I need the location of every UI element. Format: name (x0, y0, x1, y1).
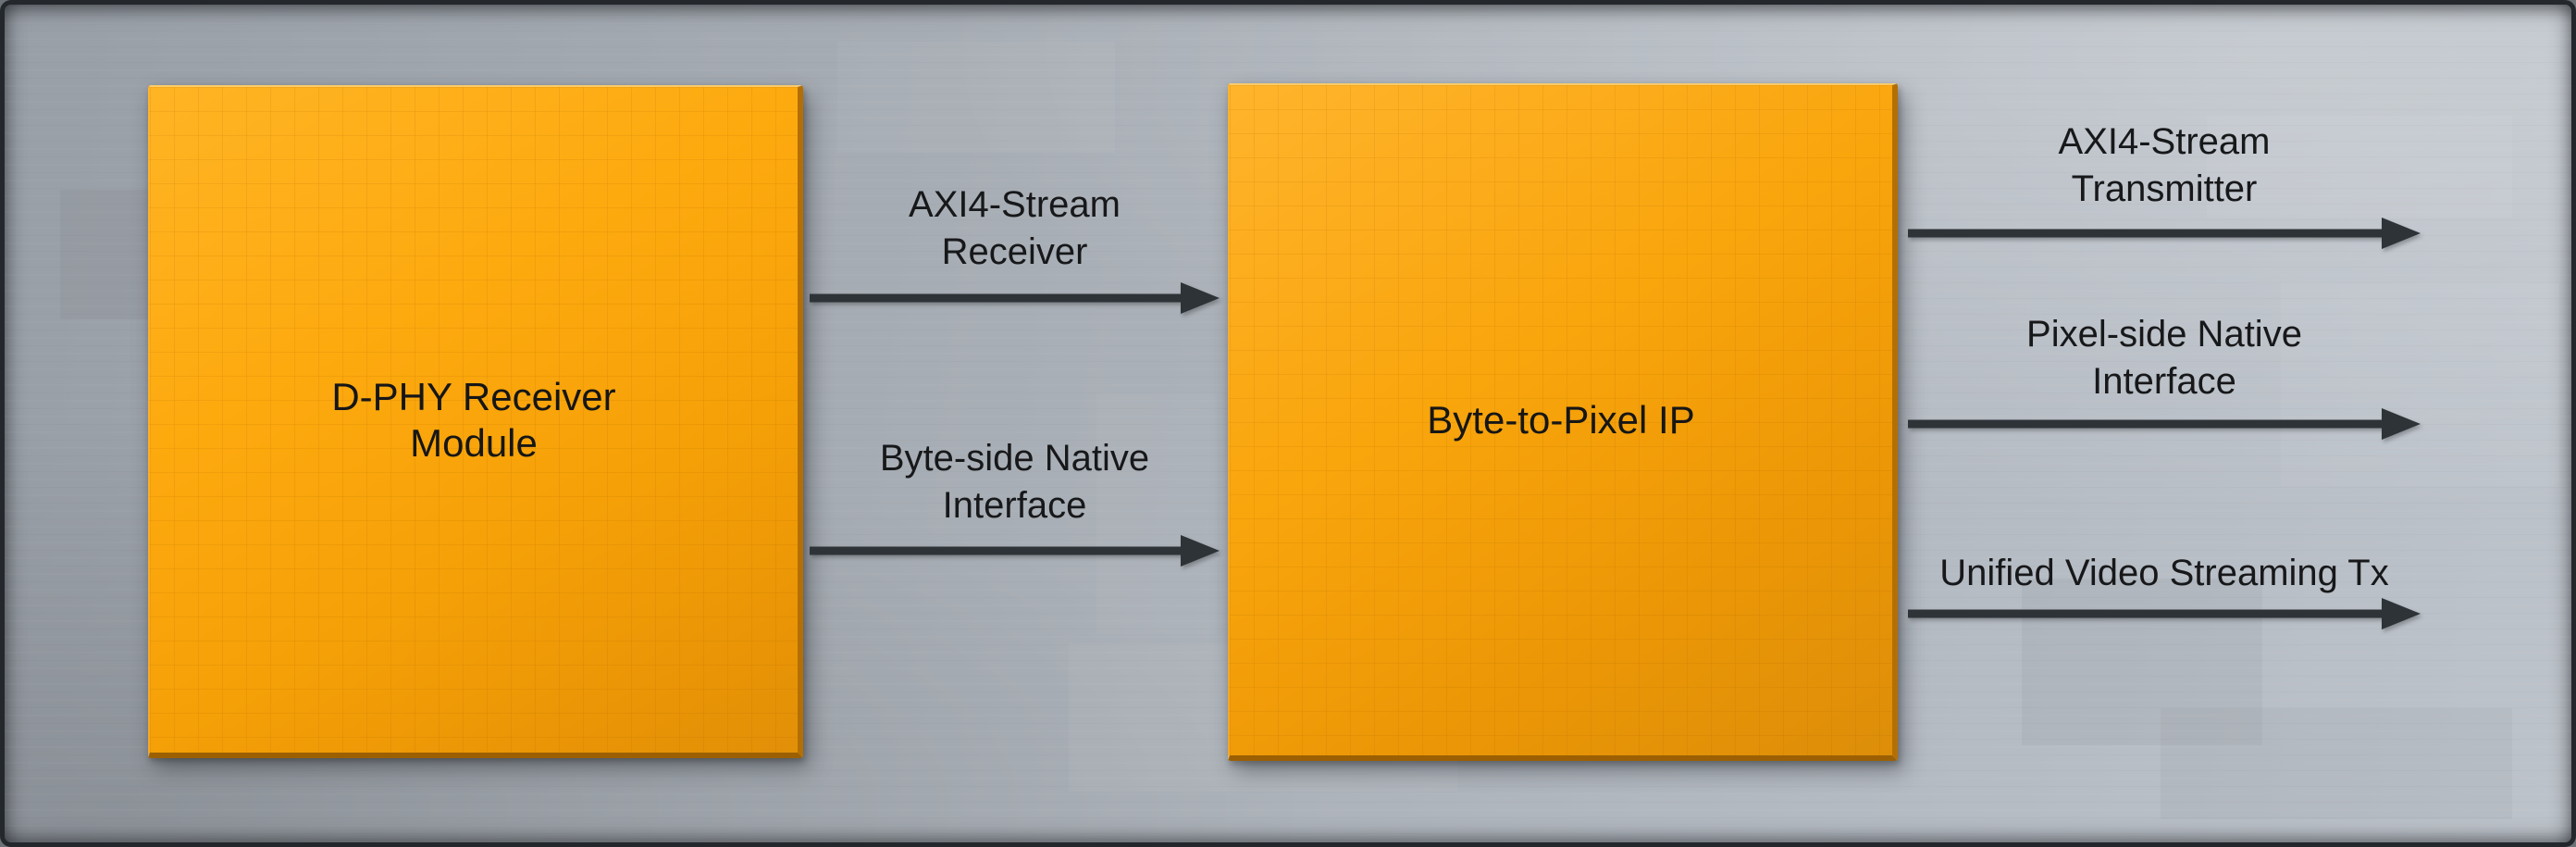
arrow-right-icon-axi4-stream-receiver (810, 282, 1220, 314)
arrow-right-icon-unified-video-streaming-tx (1908, 598, 2421, 629)
label-axi4-stream-receiver: AXI4-Stream Receiver (909, 184, 1121, 272)
label-axi4-stream-transmitter: AXI4-Stream Transmitter (2058, 121, 2271, 209)
arrow-head (2382, 408, 2421, 440)
arrow-head (1181, 535, 1220, 567)
arrow-shaft (1908, 419, 2387, 429)
arrow-head (2382, 218, 2421, 249)
arrow-right-icon-byte-side-native-interface (810, 535, 1220, 567)
label-byte-side-native-interface: Byte-side Native Interface (879, 438, 1150, 526)
label-unified-video-streaming-tx: Unified Video Streaming Tx (1939, 553, 2389, 593)
arrow-head (1181, 282, 1220, 314)
arrow-right-icon-axi4-stream-transmitter (1908, 218, 2421, 249)
arrow-shaft (810, 293, 1186, 303)
arrow-shaft (810, 546, 1186, 555)
block-dphy-receiver-module: D-PHY Receiver Module (148, 85, 803, 758)
arrow-shaft (1908, 229, 2387, 238)
arrow-head (2382, 598, 2421, 629)
arrow-right-icon-pixel-side-native-interface (1908, 408, 2421, 440)
block-byte-to-pixel-ip: Byte-to-Pixel IP (1228, 83, 1898, 761)
block-byte-to-pixel-ip-label: Byte-to-Pixel IP (1427, 398, 1695, 442)
label-pixel-side-native-interface: Pixel-side Native Interface (2026, 314, 2302, 402)
block-dphy-receiver-module-label: D-PHY Receiver Module (331, 374, 616, 465)
arrow-shaft (1908, 609, 2387, 618)
